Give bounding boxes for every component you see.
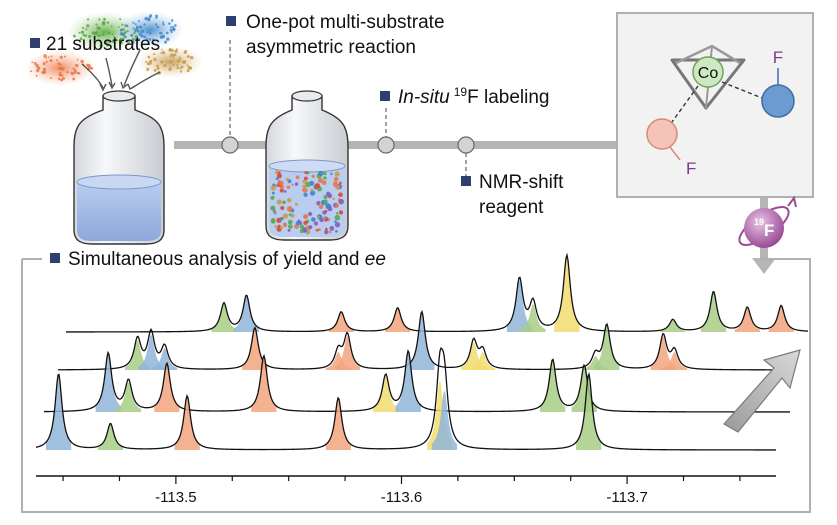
- cobalt-label: Co: [698, 65, 719, 82]
- nmr-label-1: NMR-shift: [479, 172, 564, 193]
- peak: [328, 312, 354, 332]
- step-nmr-shift: NMR-shift reagent: [457, 136, 564, 218]
- bullet-square: [30, 38, 40, 48]
- one-pot-label-2: asymmetric reaction: [246, 37, 416, 58]
- substrates-label: 21 substrates: [46, 34, 160, 55]
- peak: [115, 382, 142, 412]
- peak: [594, 326, 620, 370]
- peak: [151, 348, 178, 370]
- svg-text:F: F: [764, 221, 774, 240]
- peak: [154, 364, 180, 412]
- spectrum-trace: [58, 309, 790, 371]
- flask-reaction: [265, 90, 349, 241]
- nmr-label-2: reagent: [479, 197, 544, 218]
- peak: [373, 376, 399, 412]
- peak: [334, 336, 360, 370]
- spectrum-trace: [66, 252, 809, 333]
- trace-line: [35, 347, 776, 451]
- peak: [700, 292, 727, 332]
- analysis-title: Simultaneous analysis of yield and ee: [68, 249, 386, 270]
- peak: [251, 356, 277, 412]
- trace-line: [66, 252, 809, 333]
- peak: [650, 336, 676, 370]
- peak: [233, 296, 260, 332]
- peak: [409, 312, 435, 370]
- cobalt-atom: [692, 56, 724, 88]
- peak: [470, 352, 496, 370]
- peak: [385, 308, 411, 332]
- peak: [95, 354, 121, 412]
- x-axis: -113.5 -113.6 -113.7: [36, 475, 776, 506]
- fluorine-label-orange: F: [686, 159, 696, 178]
- peak: [660, 320, 686, 332]
- one-pot-label-1: One-pot multi-substrate: [246, 12, 445, 33]
- peak: [211, 304, 237, 332]
- peak: [45, 374, 72, 450]
- stack-direction-arrow: [723, 349, 801, 433]
- cobalt-complex-panel: Co F F: [616, 12, 814, 198]
- spectrum-trace: [35, 347, 776, 451]
- peak: [174, 396, 200, 450]
- peak: [734, 308, 760, 332]
- peak: [554, 256, 580, 332]
- flask-substrates: [73, 90, 165, 245]
- peak: [540, 360, 566, 412]
- peak: [325, 398, 351, 450]
- peak: [138, 334, 164, 370]
- peak: [768, 306, 794, 332]
- convergence-arrows: [81, 49, 161, 92]
- tick-label: -113.6: [381, 489, 422, 506]
- trace-line: [43, 349, 790, 413]
- fluorine-19-icon: 19 F: [738, 195, 797, 248]
- peak: [97, 424, 124, 450]
- peak: [571, 366, 597, 412]
- peak: [520, 304, 546, 332]
- nmr-spectra: [35, 252, 809, 451]
- peak: [506, 280, 533, 332]
- step-one-pot: One-pot multi-substrate asymmetric react…: [221, 12, 445, 154]
- peak: [576, 374, 602, 450]
- peak: [242, 328, 268, 370]
- peak: [661, 352, 688, 370]
- peak: [431, 390, 457, 450]
- peak: [395, 352, 421, 412]
- substrate-clouds: [24, 11, 204, 86]
- trace-line: [58, 309, 790, 371]
- substrate-orange: [646, 118, 678, 150]
- tick-label: -113.5: [155, 489, 196, 506]
- workflow-arrow: [174, 134, 642, 156]
- tick-label: -113.7: [606, 489, 647, 506]
- spectrum-trace: [43, 349, 790, 413]
- analysis-panel: Simultaneous analysis of yield and ee: [21, 249, 811, 513]
- substrate-blue: [761, 84, 795, 118]
- svg-text:19: 19: [754, 217, 764, 227]
- fluorine-label-blue: F: [773, 48, 783, 67]
